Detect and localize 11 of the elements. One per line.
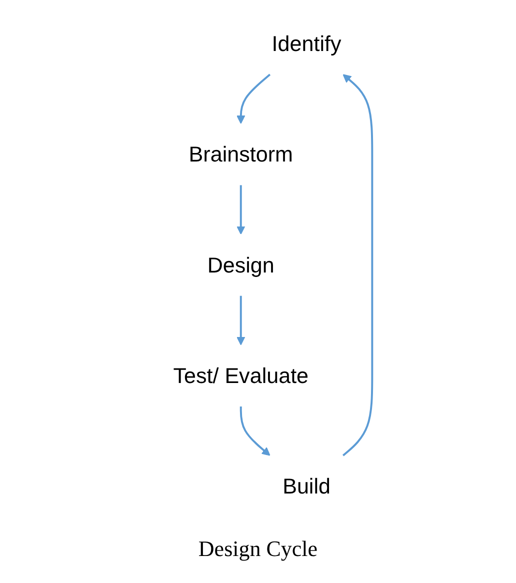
arrow xyxy=(236,74,271,124)
node-text: Test/ Evaluate xyxy=(173,363,309,388)
arrow xyxy=(240,406,270,456)
node-text: Build xyxy=(282,474,330,499)
node-text: Design xyxy=(207,252,274,278)
node-text: Brainstorm xyxy=(188,142,293,167)
arrow xyxy=(342,74,374,456)
arrow xyxy=(236,296,246,346)
caption: Design Cycle xyxy=(198,536,318,562)
arrow xyxy=(236,185,246,235)
node-text: Identify xyxy=(272,31,342,56)
